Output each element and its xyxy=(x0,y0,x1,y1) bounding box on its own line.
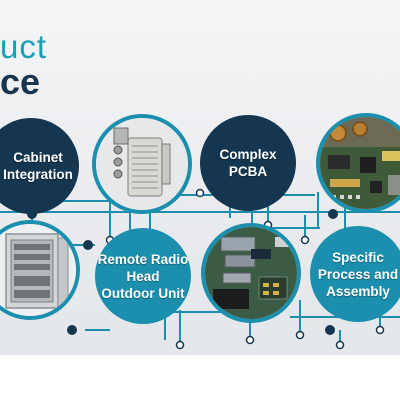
title-line-1: uct xyxy=(0,28,48,65)
title-line-2: ce xyxy=(0,61,41,102)
outdoor-unit-photo-icon xyxy=(96,118,188,210)
cabinet-rack-photo xyxy=(0,220,80,320)
cabinet-rack-photo-icon xyxy=(0,224,76,316)
service-specific-process-assembly-label: Specific Process and Assembly xyxy=(317,249,399,299)
service-remote-radio-head[interactable]: Remote Radio Head Outdoor Unit xyxy=(95,228,191,324)
pcba-board-photo xyxy=(316,113,400,213)
service-cabinet-integration-label: Cabinet Integration xyxy=(3,150,73,182)
service-specific-process-assembly[interactable]: Specific Process and Assembly xyxy=(310,226,400,322)
service-complex-pcba-label: Complex PCBA xyxy=(219,147,277,179)
service-cabinet-integration[interactable]: Cabinet Integration xyxy=(0,118,79,214)
pcba-board-photo-icon xyxy=(320,117,400,209)
outdoor-unit-photo xyxy=(92,114,192,214)
assembly-board-photo xyxy=(201,223,301,323)
assembly-board-photo-icon xyxy=(205,227,297,319)
service-remote-radio-head-label: Remote Radio Head Outdoor Unit xyxy=(97,251,189,301)
service-complex-pcba[interactable]: Complex PCBA xyxy=(200,115,296,211)
